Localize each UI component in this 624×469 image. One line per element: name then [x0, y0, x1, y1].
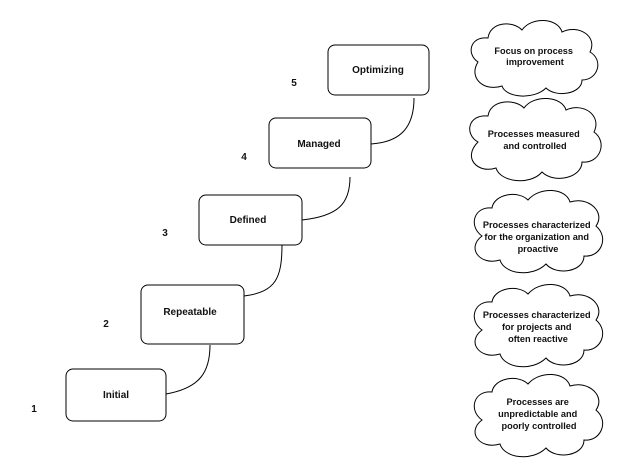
level-box-optimizing: [327, 44, 430, 96]
cloud-level-3: Processes characterized for the organiza…: [473, 190, 604, 274]
cloud-shape-1: [473, 374, 604, 458]
level-label-defined: Defined: [230, 215, 267, 226]
level-label-managed: Managed: [297, 139, 340, 150]
level-number-4: 4: [241, 152, 247, 163]
level-box-defined: [198, 194, 303, 246]
cloud-text-3: Processes characterized for the organiza…: [483, 220, 593, 254]
cloud-level-5: Focus on process improvement: [470, 20, 599, 97]
cloud-shape-4: [469, 98, 602, 182]
cloud-text-5: Focus on process improvement: [494, 46, 575, 67]
cloud-text-2: Processes characterized for projects and…: [483, 310, 593, 344]
connector-1-2: [165, 344, 211, 395]
cloud-level-1: Processes are unpredictable and poorly c…: [473, 374, 604, 458]
cloud-shape-3: [473, 190, 604, 274]
connectors: [165, 97, 415, 395]
level-number-3: 3: [162, 228, 168, 239]
level-1: Initial 1: [31, 368, 167, 422]
connector-3-4: [301, 176, 351, 221]
cloud-text-1: Processes are unpredictable and poorly c…: [498, 397, 580, 431]
level-box-repeatable: [140, 284, 245, 345]
level-3: Defined 3: [162, 194, 303, 246]
level-box-initial: [65, 368, 167, 422]
level-label-initial: Initial: [103, 390, 129, 401]
connector-4-5: [370, 97, 415, 145]
level-label-optimizing: Optimizing: [352, 65, 404, 76]
cloud-shape-5: [470, 20, 599, 97]
level-5: Optimizing 5: [291, 44, 430, 96]
cloud-level-2: Processes characterized for projects and…: [473, 284, 604, 368]
cloud-text-4: Processes measured and controlled: [488, 129, 583, 151]
level-box-managed: [268, 117, 372, 169]
level-4: Managed 4: [241, 117, 372, 169]
level-2: Repeatable 2: [103, 284, 245, 345]
cloud-shape-2: [473, 284, 604, 368]
level-number-5: 5: [291, 78, 297, 89]
cloud-level-4: Processes measured and controlled: [469, 98, 602, 182]
level-label-repeatable: Repeatable: [163, 307, 217, 318]
connector-2-3: [243, 243, 283, 297]
level-number-2: 2: [103, 319, 109, 330]
level-number-1: 1: [31, 404, 37, 415]
